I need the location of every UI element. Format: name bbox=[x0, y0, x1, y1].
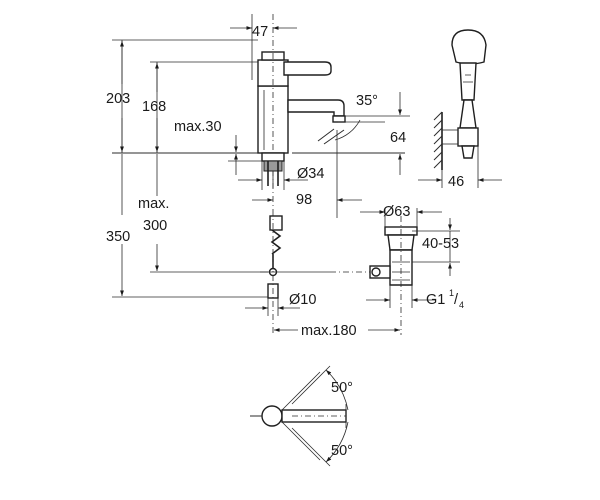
label-d10: Ø10 bbox=[289, 292, 316, 308]
label-g1-num: 1 bbox=[449, 288, 454, 298]
shower-holder bbox=[457, 127, 479, 147]
top-view bbox=[250, 365, 349, 467]
label-50-top: 50° bbox=[331, 380, 353, 396]
shower-neck bbox=[459, 62, 477, 101]
label-168: 168 bbox=[142, 99, 166, 115]
label-g1-den: 4 bbox=[459, 300, 464, 310]
faucet-spout bbox=[287, 99, 345, 117]
label-40-53: 40-53 bbox=[422, 236, 459, 252]
label-46: 46 bbox=[448, 174, 464, 190]
label-max: max. bbox=[138, 196, 169, 212]
label-g1-slash: / bbox=[454, 292, 459, 308]
faucet-lever bbox=[283, 61, 332, 76]
wall-hatching bbox=[433, 111, 443, 169]
label-max30: max.30 bbox=[174, 119, 222, 135]
label-350: 350 bbox=[106, 229, 130, 245]
label-64: 64 bbox=[390, 130, 406, 146]
label-max180: max.180 bbox=[301, 323, 357, 339]
label-300: 300 bbox=[143, 218, 167, 234]
label-98: 98 bbox=[296, 192, 312, 208]
faucet-side-view bbox=[112, 14, 405, 210]
label-47: 47 bbox=[252, 24, 268, 40]
label-g1: G1 bbox=[426, 292, 445, 308]
shower-head bbox=[451, 29, 487, 65]
dimension-lines bbox=[112, 14, 460, 332]
label-35deg: 35° bbox=[356, 93, 378, 109]
label-d63: Ø63 bbox=[383, 204, 410, 220]
dimension-labels: 47 203 168 max.30 35° 64 Ø34 46 98 Ø63 m… bbox=[106, 24, 464, 459]
label-d34: Ø34 bbox=[297, 166, 324, 182]
label-203: 203 bbox=[106, 91, 130, 107]
drain-assembly bbox=[330, 216, 418, 335]
hand-shower bbox=[418, 29, 502, 188]
top-view-body bbox=[261, 405, 283, 427]
label-50-bottom: 50° bbox=[331, 443, 353, 459]
pull-rod bbox=[260, 210, 330, 335]
label-g1-fraction: G1 1 / 4 bbox=[426, 288, 464, 310]
